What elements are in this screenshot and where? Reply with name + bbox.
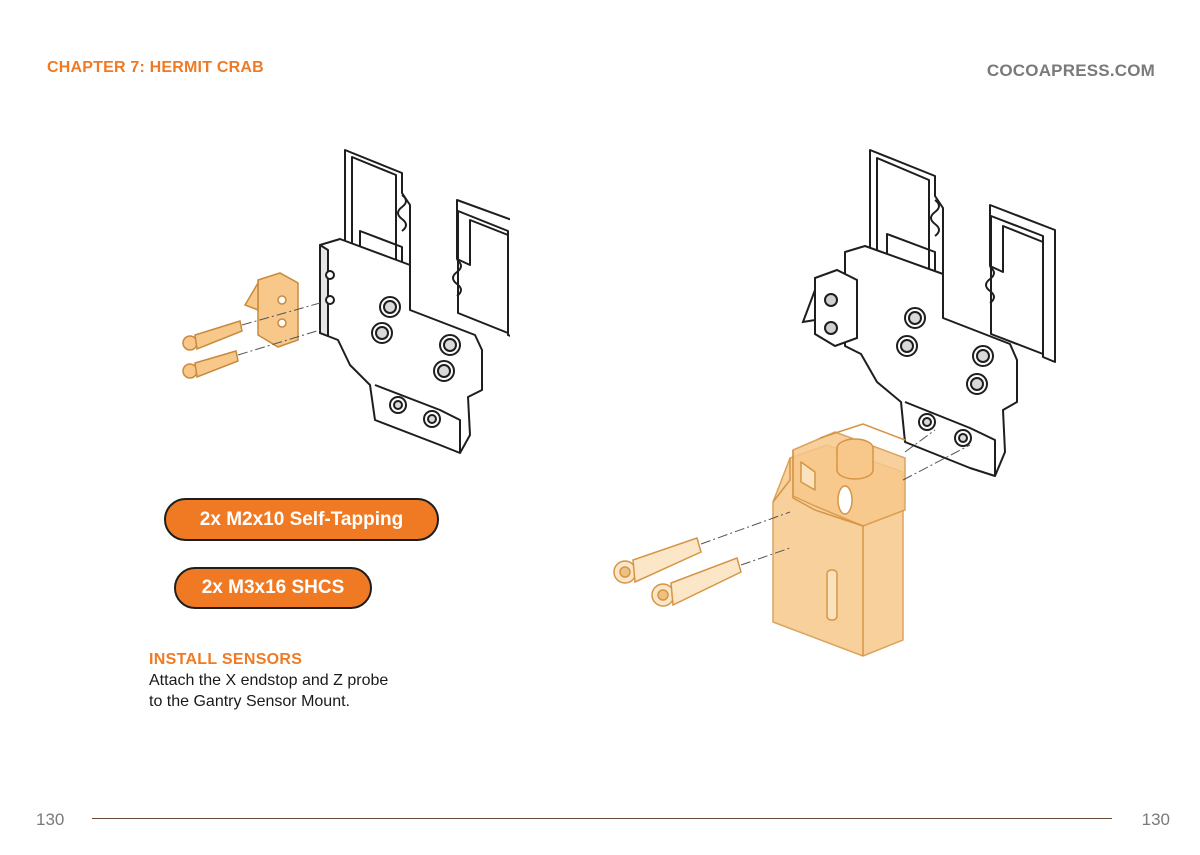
figure-left-endstop-install — [182, 149, 510, 454]
step-instructions: Attach the X endstop and Z probe to the … — [149, 672, 389, 710]
page-number-right: 130 — [1141, 810, 1170, 829]
hardware-m3-shcs: 2x M3x16 SHCS — [174, 567, 372, 609]
z-probe — [772, 423, 906, 657]
gantry-sensor-mount — [319, 149, 510, 454]
step-title: INSTALL SENSORS — [149, 651, 303, 668]
x-endstop-switch — [243, 272, 299, 348]
x-endstop-installed — [801, 268, 858, 348]
site-name: COCOAPRESS.COM — [986, 61, 1155, 80]
gantry-sensor-mount — [844, 149, 1056, 477]
figure-right-probe-install — [613, 149, 1056, 657]
m2-screws — [182, 320, 243, 379]
m3-screws — [613, 537, 742, 607]
footer-divider — [92, 818, 1112, 819]
hardware-m2-self-tapping: 2x M2x10 Self-Tapping — [164, 498, 439, 541]
page-number-left: 130 — [36, 810, 65, 829]
chapter-title: CHAPTER 7: HERMIT CRAB — [47, 59, 264, 76]
